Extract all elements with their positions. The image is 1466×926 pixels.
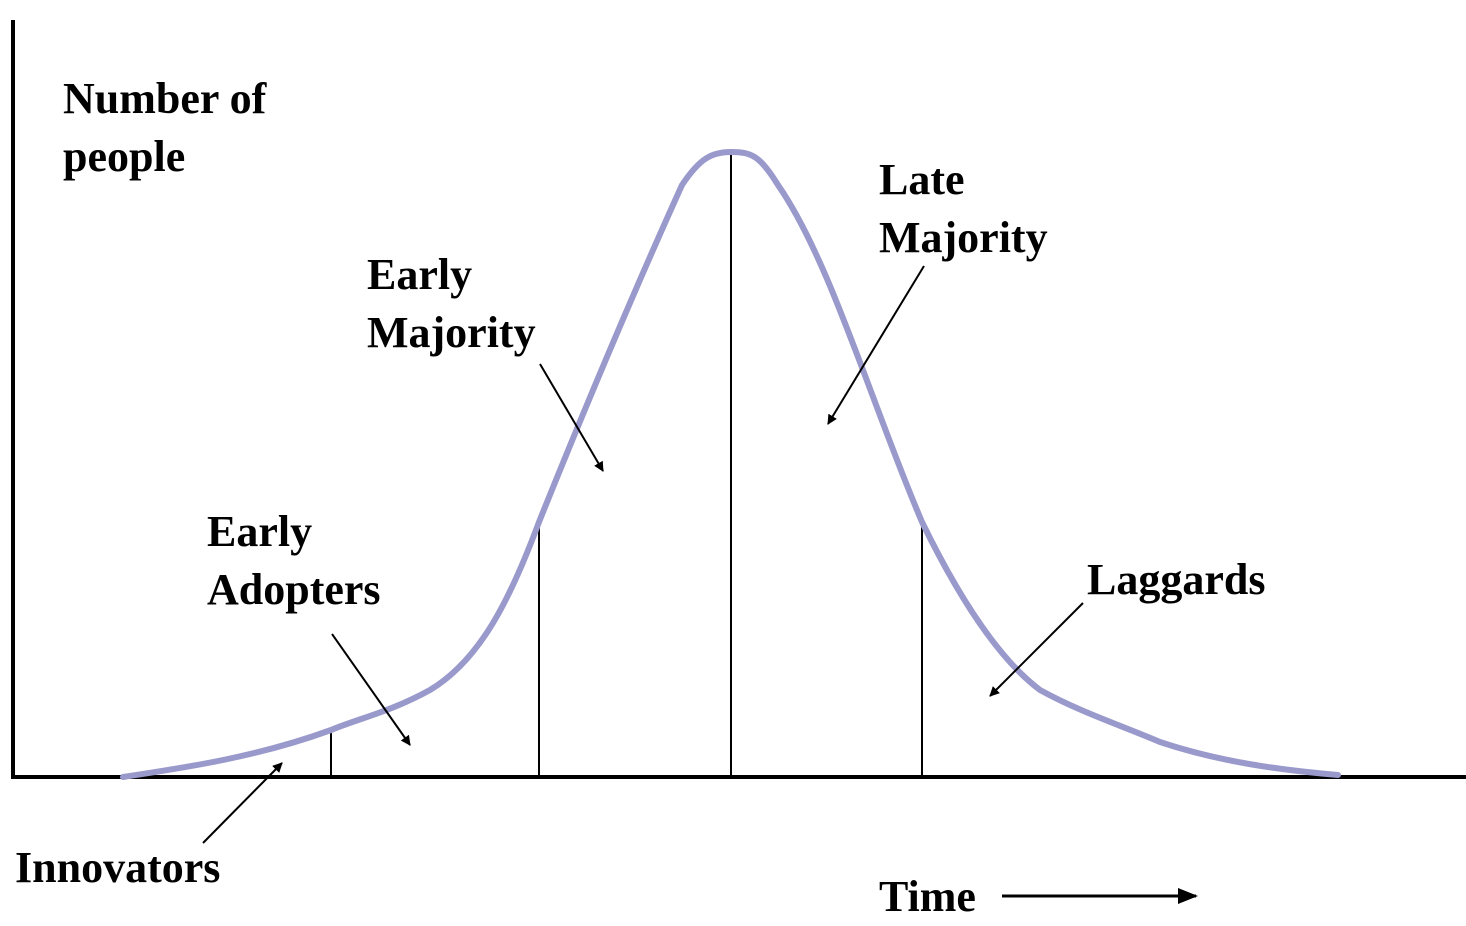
x-axis-label-text: Time <box>879 872 976 921</box>
innovators-label: Innovators <box>15 839 220 897</box>
early-majority-label-line-1: Early <box>367 250 473 299</box>
early-majority-arrow <box>539 363 604 472</box>
early-majority-label-line-2: Majority <box>367 308 536 357</box>
early-adopters-arrow <box>331 633 411 746</box>
innovators-label-text: Innovators <box>15 843 221 892</box>
adoption-bell-curve <box>120 148 1341 780</box>
laggards-label-text: Laggards <box>1087 555 1266 604</box>
early-adopters-label-line-2: Adopters <box>207 565 381 614</box>
early-adopters-label: Early Adopters <box>207 503 381 619</box>
late-majority-label-line-2: Majority <box>879 213 1048 262</box>
late-majority-label-line-1: Late <box>879 155 965 204</box>
late-majority-label: Late Majority <box>879 151 1048 267</box>
early-adopters-label-line-1: Early <box>207 507 313 556</box>
y-axis-label-line-2: people <box>63 132 186 181</box>
laggards-arrow <box>989 602 1084 697</box>
late-majority-arrow <box>827 265 925 425</box>
innovators-arrow <box>202 762 283 844</box>
laggards-label: Laggards <box>1087 551 1265 609</box>
y-axis-label: Number of people <box>63 70 266 186</box>
x-axis-label: Time <box>879 868 976 926</box>
y-axis-label-line-1: Number of <box>63 74 267 123</box>
early-majority-label: Early Majority <box>367 246 536 362</box>
